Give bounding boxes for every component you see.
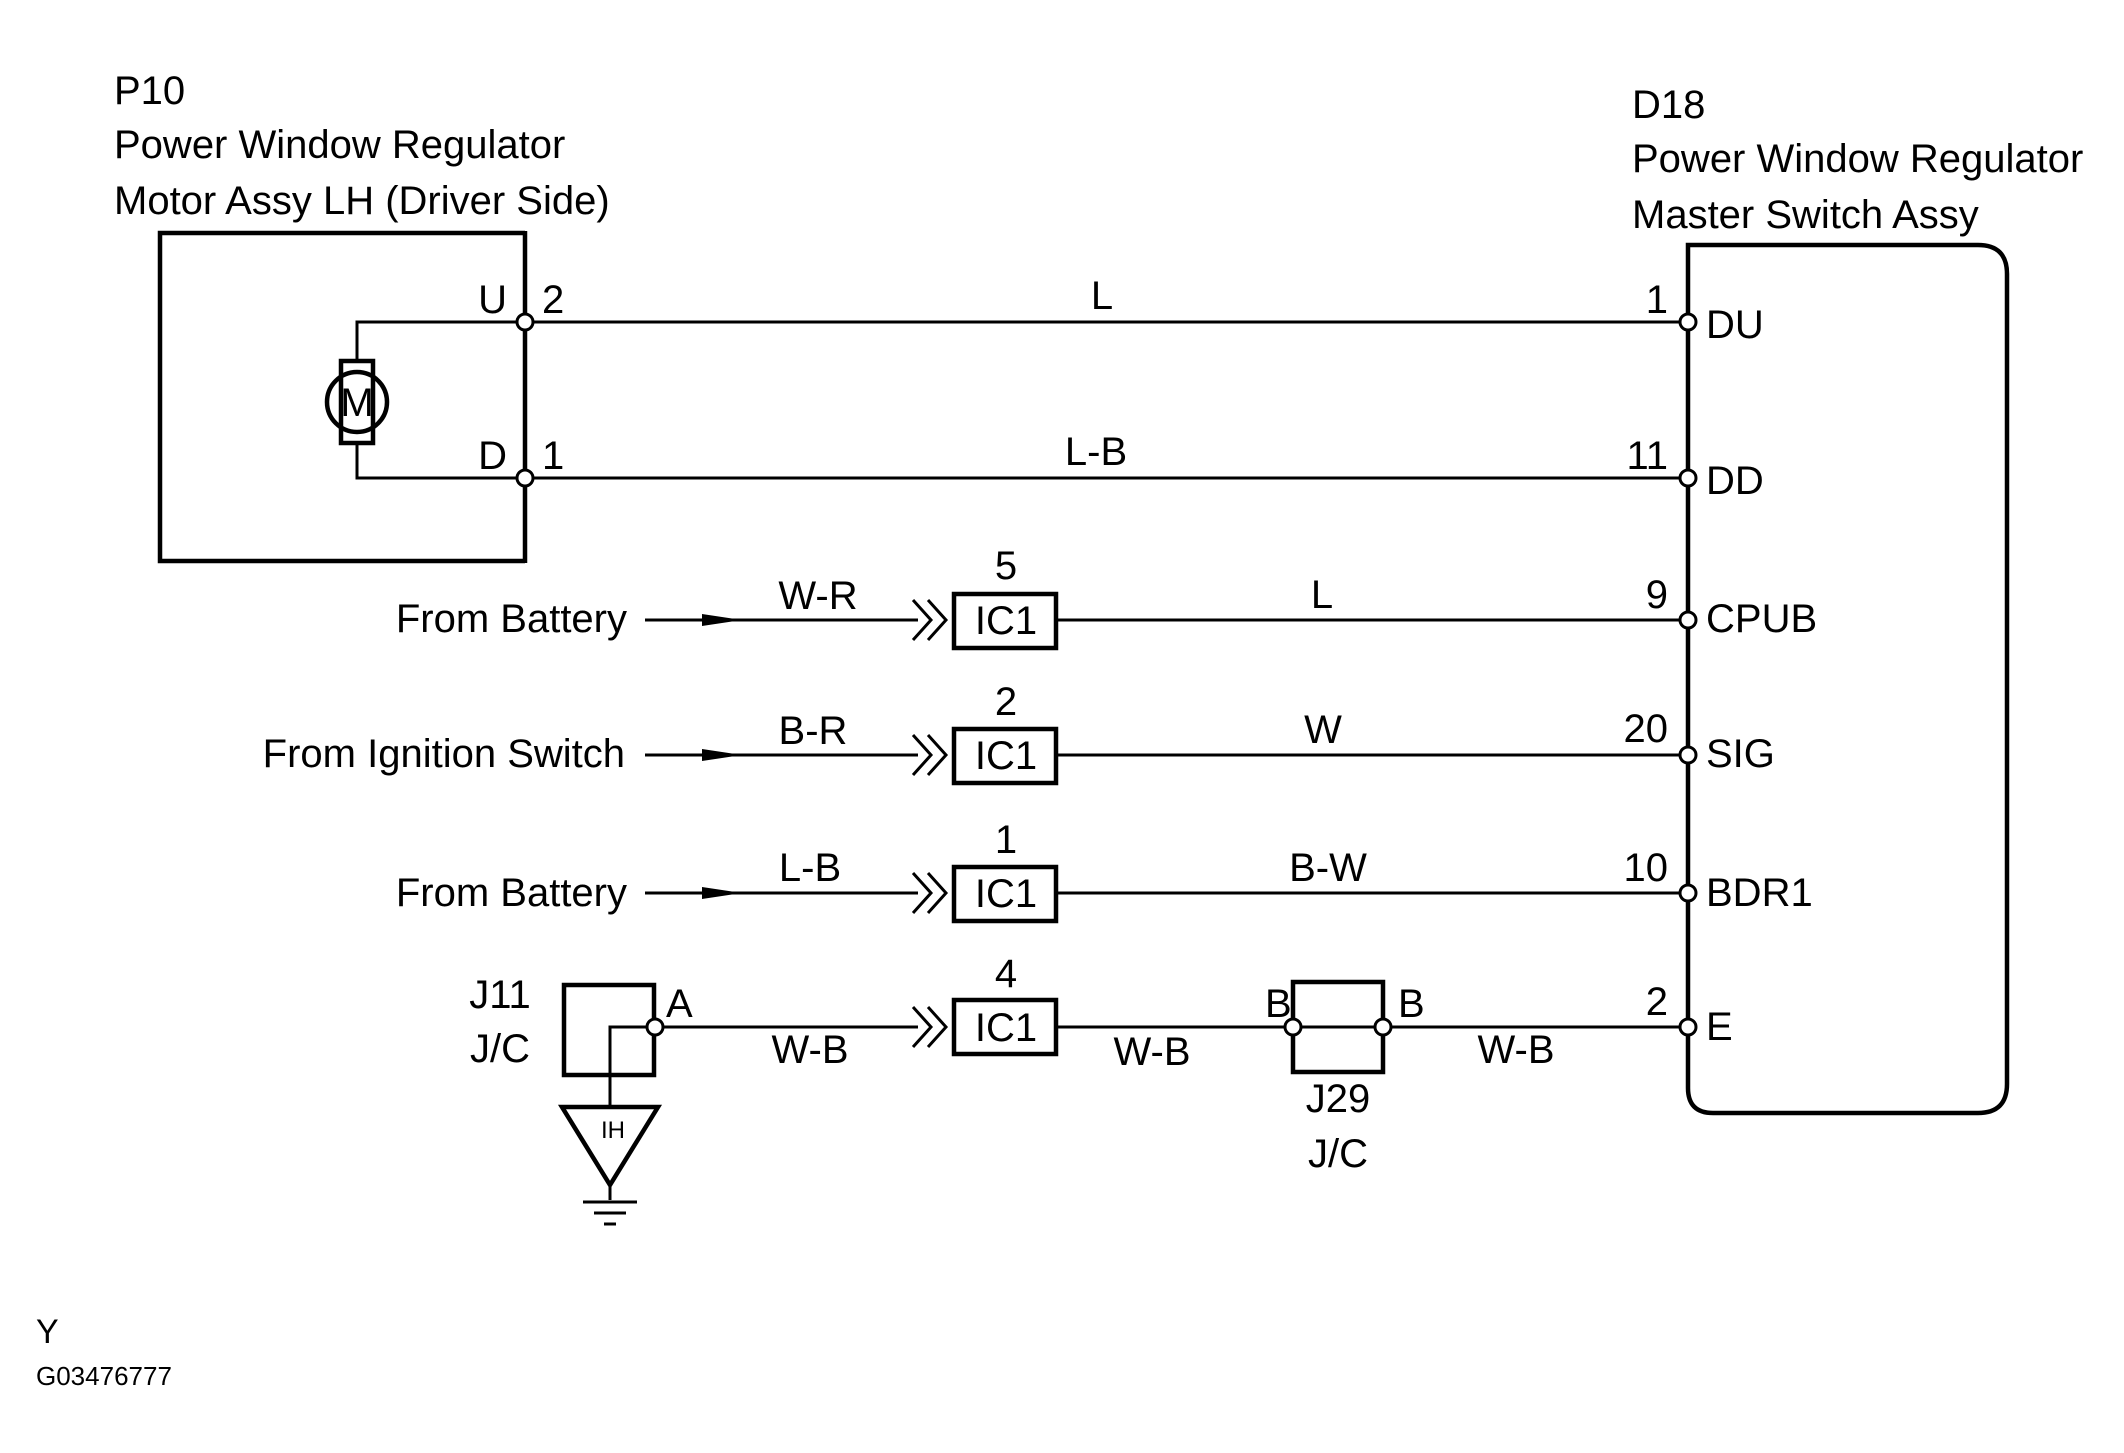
p10-component: P10 Power Window Regulator Motor Assy LH… xyxy=(114,69,610,564)
wire-cpub-out-color: L xyxy=(1311,573,1333,617)
wire-e-b-color: W-B xyxy=(1113,1030,1190,1074)
p10-terminal-u-label: U xyxy=(478,278,507,322)
terminals xyxy=(515,312,1698,1037)
connector-name: IC1 xyxy=(975,1006,1037,1050)
d18-pin-name-bdr1: BDR1 xyxy=(1706,871,1813,915)
d18-pin-name-du: DU xyxy=(1706,303,1764,347)
footer: Y G03476777 xyxy=(36,1313,172,1391)
sig-circuit: From Ignition Switch B-R IC1 2 W xyxy=(263,680,1688,786)
terminal-j29-b-right xyxy=(1373,1017,1393,1037)
connector-pin: 4 xyxy=(995,952,1017,996)
connector-name: IC1 xyxy=(975,872,1037,916)
wire-dd-color: L-B xyxy=(1065,430,1127,474)
p10-terminal-d-pin: 1 xyxy=(542,434,564,478)
terminal-d18-cpub xyxy=(1678,610,1698,630)
d18-pin-name-dd: DD xyxy=(1706,459,1764,503)
cpub-circuit: From Battery W-R IC1 5 L xyxy=(396,544,1688,651)
connector-chevron-icon xyxy=(911,871,934,915)
d18-body xyxy=(1685,242,2010,1116)
terminal-j29-b-left xyxy=(1283,1017,1303,1037)
j29-code: J29 xyxy=(1306,1077,1371,1121)
motor-symbol: M xyxy=(340,381,373,425)
footer-code: G03476777 xyxy=(36,1361,172,1391)
connector-name: IC1 xyxy=(975,599,1037,643)
j11-internal-wire xyxy=(608,1025,655,1107)
d18-component: D18 Power Window Regulator Master Switch… xyxy=(1624,83,2083,1116)
d18-pin-num-dd: 11 xyxy=(1626,434,1668,478)
d18-pin-num-bdr1: 10 xyxy=(1624,846,1669,890)
connector-chevron-icon xyxy=(926,1005,949,1049)
d18-pin-name-sig: SIG xyxy=(1706,732,1775,776)
arrow-icon xyxy=(702,614,742,626)
j29-type: J/C xyxy=(1308,1132,1368,1176)
terminal-d18-bdr1 xyxy=(1678,883,1698,903)
footer-letter: Y xyxy=(36,1313,59,1351)
terminal-p10-u xyxy=(515,312,535,332)
d18-pin-num-sig: 20 xyxy=(1624,707,1669,751)
wire-bdr1-out-color: B-W xyxy=(1289,846,1367,890)
connector-chevron-icon xyxy=(911,598,934,642)
terminal-d18-dd xyxy=(1678,468,1698,488)
d18-name-line2: Master Switch Assy xyxy=(1632,193,1979,237)
p10-code: P10 xyxy=(114,69,185,113)
terminal-j11-a xyxy=(645,1017,665,1037)
terminal-d18-sig xyxy=(1678,745,1698,765)
wire-cpub-in-color: W-R xyxy=(778,574,857,618)
j11-type: J/C xyxy=(470,1027,530,1071)
ground-circuit: J11 J/C A IH W-B IC1 4 W-B B B J29 J/C W… xyxy=(469,952,1688,1226)
d18-name-line1: Power Window Regulator xyxy=(1632,137,2083,181)
j29-pin-left: B xyxy=(1265,982,1292,1026)
motor-wire-top xyxy=(355,320,525,362)
wire-e-a-color: W-B xyxy=(771,1028,848,1072)
p10-terminal-u-pin: 2 xyxy=(542,278,564,322)
wire-bdr1-in-color: L-B xyxy=(779,846,841,890)
bdr1-circuit: From Battery L-B IC1 1 B-W xyxy=(396,818,1688,924)
terminal-d18-e xyxy=(1678,1017,1698,1037)
connector-chevron-icon xyxy=(926,871,949,915)
wire-sig-in-color: B-R xyxy=(779,709,848,753)
connector-pin: 5 xyxy=(995,544,1017,588)
j11-pin: A xyxy=(666,982,693,1026)
connector-chevron-icon xyxy=(911,733,934,777)
source-sig: From Ignition Switch xyxy=(263,732,625,776)
j29-pin-right: B xyxy=(1398,982,1425,1026)
terminal-p10-d xyxy=(515,468,535,488)
j11-code: J11 xyxy=(469,973,531,1017)
p10-body xyxy=(157,230,525,564)
d18-pin-num-e: 2 xyxy=(1646,980,1668,1024)
connector-pin: 2 xyxy=(995,680,1017,724)
connector-chevron-icon xyxy=(926,598,949,642)
ground-label: IH xyxy=(601,1117,625,1144)
d18-pin-name-e: E xyxy=(1706,1005,1733,1049)
motor-icon xyxy=(324,369,390,435)
connector-chevron-icon xyxy=(926,733,949,777)
wire-du-color: L xyxy=(1091,274,1113,318)
source-cpub: From Battery xyxy=(396,597,627,641)
p10-name-line1: Power Window Regulator xyxy=(114,123,565,167)
p10-name-line2: Motor Assy LH (Driver Side) xyxy=(114,179,610,223)
p10-terminal-d-label: D xyxy=(478,434,507,478)
connector-name: IC1 xyxy=(975,734,1037,778)
ground-triangle-icon xyxy=(557,1104,663,1190)
motor-wire-bottom xyxy=(355,442,525,480)
wire-sig-out-color: W xyxy=(1304,708,1342,752)
terminal-d18-du xyxy=(1678,312,1698,332)
d18-code: D18 xyxy=(1632,83,1705,127)
d18-pin-num-cpub: 9 xyxy=(1646,573,1668,617)
wire-e-c-color: W-B xyxy=(1477,1028,1554,1072)
motor-circuit: L L-B xyxy=(525,274,1688,480)
arrow-icon xyxy=(702,749,742,761)
connector-pin: 1 xyxy=(995,818,1017,862)
source-bdr1: From Battery xyxy=(396,871,627,915)
motor-body xyxy=(338,358,376,446)
d18-pin-num-du: 1 xyxy=(1646,278,1668,322)
connector-chevron-icon xyxy=(911,1005,934,1049)
d18-pin-name-cpub: CPUB xyxy=(1706,597,1817,641)
arrow-icon xyxy=(702,887,742,899)
